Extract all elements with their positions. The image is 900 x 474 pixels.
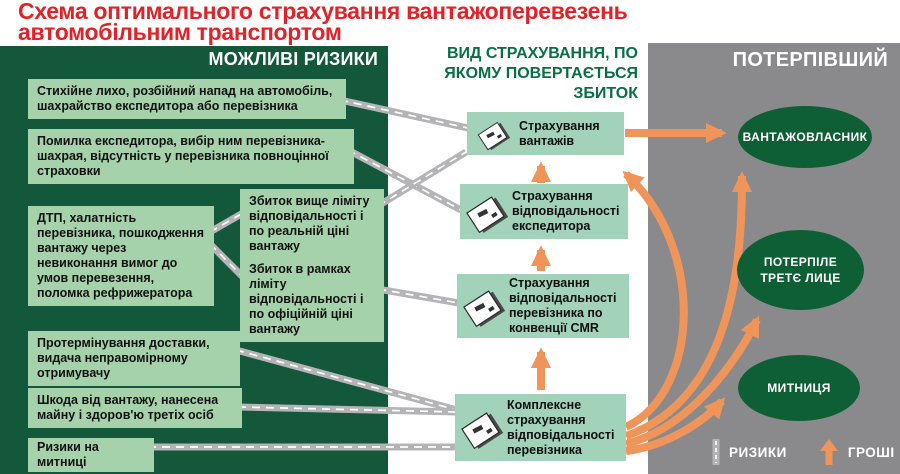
insurance-header: ВИД СТРАХУВАННЯ, ПО ЯКОМУ ПОВЕРТАЄТЬСЯ З… <box>444 45 638 102</box>
page-title-line2: автомобільним транспортом <box>18 19 342 45</box>
road-dash <box>347 149 462 211</box>
road-dash <box>235 349 458 411</box>
loss-case-above-limit: Збиток вище ліміту відповідальності і по… <box>240 189 384 259</box>
money-complex-to-owner <box>624 171 752 440</box>
road-loss2-to-cmr <box>377 285 460 307</box>
risk-box-forwarder-error: Помилка експедитора, вибір ним перевізни… <box>28 129 354 184</box>
road-dash <box>209 212 244 233</box>
risk-box-third-party-damage: Шкода від вантажу, нанесена майну і здор… <box>28 388 242 428</box>
risk-roads <box>148 96 469 451</box>
risk-box-disaster: Стихійне лихо, розбійний напад на автомо… <box>28 79 346 119</box>
policy-document-icon <box>467 117 519 151</box>
page-title: Схема оптимального страхування вантажопе… <box>18 0 628 45</box>
loss-case-within-limit: Збиток в рамках ліміту відповідальності … <box>240 257 384 342</box>
road-dash <box>377 151 467 207</box>
policy-document-icon <box>457 284 509 328</box>
legend: РИЗИКИ ГРОШІ <box>712 438 895 466</box>
insurance-box-label: Комплексне страхування відповідальності … <box>507 397 615 457</box>
insurance-box-forwarder-liability: Страхування відповідальності експедитора <box>460 184 628 239</box>
insurance-box-cmr-liability: Страхування відповідальності перевізника… <box>457 274 629 338</box>
victim-ellipse-cargo-owner: ВАНТАЖОВЛАСНИК <box>738 106 872 168</box>
policy-document-icon <box>460 190 512 234</box>
risk-road-icon <box>712 439 720 465</box>
risk-box-delay: Протермінування доставки, видача неправо… <box>28 331 240 386</box>
road-dash <box>339 99 469 129</box>
page-title-line1: Схема оптимального страхування вантажопе… <box>18 0 628 24</box>
insurance-box-cargo: Страхування вантажів <box>467 112 624 155</box>
victim-ellipse-customs: МИТНИЦЯ <box>738 355 860 421</box>
policy-document-icon <box>455 406 507 450</box>
insurance-box-label: Страхування вантажів <box>519 118 600 148</box>
legend-risks-label: РИЗИКИ <box>729 444 787 460</box>
money-complex-to-cargo <box>622 170 688 431</box>
victims-header: ПОТЕРПІВШИЙ <box>732 49 888 71</box>
risk-box-customs: Ризики на митниці <box>28 438 154 472</box>
money-arrows <box>531 123 761 455</box>
insurance-box-complex-liability: Комплексне страхування відповідальності … <box>455 394 626 461</box>
money-complex-to-thirdparty <box>624 315 761 448</box>
road-dash <box>209 243 244 278</box>
risk-box-accident: ДТП, халатність перевізника, пошкодження… <box>28 206 214 306</box>
victim-ellipse-third-party: ПОТЕРПІЛЕ ТРЕТЄ ЛИЦЕ <box>737 230 864 310</box>
road-dash <box>237 406 458 413</box>
insurance-box-label: Страхування відповідальності експедитора <box>512 189 620 233</box>
insurance-box-label: Страхування відповідальності перевізника… <box>509 276 617 335</box>
legend-money-label: ГРОШІ <box>847 444 895 460</box>
money-complex-to-customs <box>625 397 726 455</box>
money-arrow-icon <box>819 439 838 465</box>
risks-header: МОЖЛИВІ РИЗИКИ <box>208 49 378 69</box>
